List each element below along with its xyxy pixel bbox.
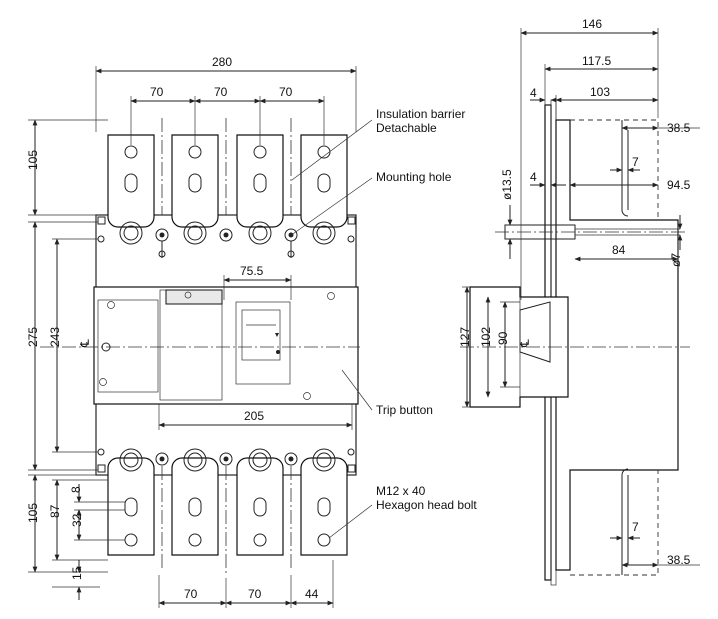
dim-pitch-3: 70 <box>279 85 293 99</box>
dim-term-bottom: 38.5 <box>667 553 691 567</box>
mounting-hole-top-left <box>97 216 106 225</box>
side-handle-block <box>469 286 569 408</box>
dim-shaft-dia: ø7 <box>669 253 683 267</box>
dim-bolt-gap: 87 <box>48 504 62 518</box>
dim-slot-height: 8 <box>69 486 83 493</box>
callout-mounting-hole: Mounting hole <box>376 170 452 184</box>
dim-cover-span: 205 <box>244 409 264 423</box>
dim-term-thick: 7 <box>632 155 639 169</box>
mounting-hole-bottom-left <box>97 464 106 473</box>
dim-top-terminal: 105 <box>26 150 40 170</box>
bottom-terminal-1 <box>107 457 155 556</box>
callout-bolt-line1: M12 x 40 <box>376 484 426 498</box>
top-terminal-4 <box>300 134 348 228</box>
bottom-terminal-3 <box>236 457 284 556</box>
callout-bolt-line2: Hexagon head bolt <box>376 498 477 512</box>
dim-hole-spacing: 32 <box>70 513 84 527</box>
dim-overall-width: 280 <box>212 55 232 69</box>
bottom-terminal-4 <box>300 457 348 556</box>
dim-mount-inner: 243 <box>48 327 62 347</box>
display-window <box>241 309 281 361</box>
dim-hole-dia: ø13.5 <box>500 169 514 200</box>
top-terminal-3 <box>236 134 284 228</box>
front-centerline-symbol: ℄ <box>78 339 92 348</box>
dim-cover-width: 75.5 <box>240 264 264 278</box>
leader-mounting-hole <box>289 177 373 237</box>
dim-handle-center: 90 <box>496 331 510 345</box>
dim-term-depth: 94.5 <box>667 178 691 192</box>
mounting-hole-top-right <box>347 216 356 225</box>
dim-pitch-2: 70 <box>214 85 228 99</box>
dim-bottom-terminal: 105 <box>26 503 40 523</box>
callout-barrier-line2: Detachable <box>376 121 437 135</box>
side-centerline-symbol: ℄ <box>518 339 532 348</box>
dim-handle-inner: 102 <box>479 327 493 347</box>
dim-depth-terminal: 117.5 <box>582 54 611 68</box>
top-terminal-2 <box>171 134 219 228</box>
side-bottom-terminal <box>570 470 659 576</box>
side-dimensions: 146 117.5 103 4 4 ø13.5 38.5 7 94.5 <box>458 17 700 568</box>
mounting-hole-bottom-right <box>347 464 356 473</box>
dim-term-bottom-thick: 7 <box>632 520 639 534</box>
leader-barrier <box>291 119 373 181</box>
dim-pitch-1: 70 <box>150 85 164 99</box>
dim-plate-top: 4 <box>530 86 537 100</box>
dim-bottom-pitch-2: 70 <box>248 587 262 601</box>
front-dimensions: 280 70 70 70 105 275 243 75.5 <box>26 55 357 608</box>
side-body <box>555 119 679 571</box>
dim-shaft-len: 84 <box>612 243 626 257</box>
dim-mount-outer: 275 <box>26 327 40 347</box>
dim-depth-body: 103 <box>590 85 610 99</box>
bottom-terminal-2 <box>171 457 219 556</box>
callouts: Insulation barrier Detachable Mounting h… <box>289 107 477 539</box>
dim-bottom-end: 44 <box>305 587 319 601</box>
leader-bolt <box>328 504 373 539</box>
side-view: ℄ <box>460 99 690 586</box>
dim-term-top: 38.5 <box>667 121 691 135</box>
dim-bottom-pitch-1: 70 <box>184 587 198 601</box>
front-view: ℄ <box>40 118 360 575</box>
bottom-terminals <box>107 448 348 575</box>
dim-plate-mid: 4 <box>530 170 537 184</box>
top-terminal-1 <box>107 134 155 228</box>
handle-top <box>165 289 223 305</box>
leader-trip-button <box>341 369 373 411</box>
dim-edge-offset: 15 <box>70 566 84 580</box>
dim-handle-height: 127 <box>458 327 472 347</box>
cover-block <box>93 286 359 405</box>
callout-barrier-line1: Insulation barrier <box>376 107 465 121</box>
dim-depth-total: 146 <box>582 17 602 31</box>
display-frame <box>235 301 291 385</box>
side-panel <box>97 299 159 393</box>
callout-trip-button: Trip button <box>376 403 433 417</box>
